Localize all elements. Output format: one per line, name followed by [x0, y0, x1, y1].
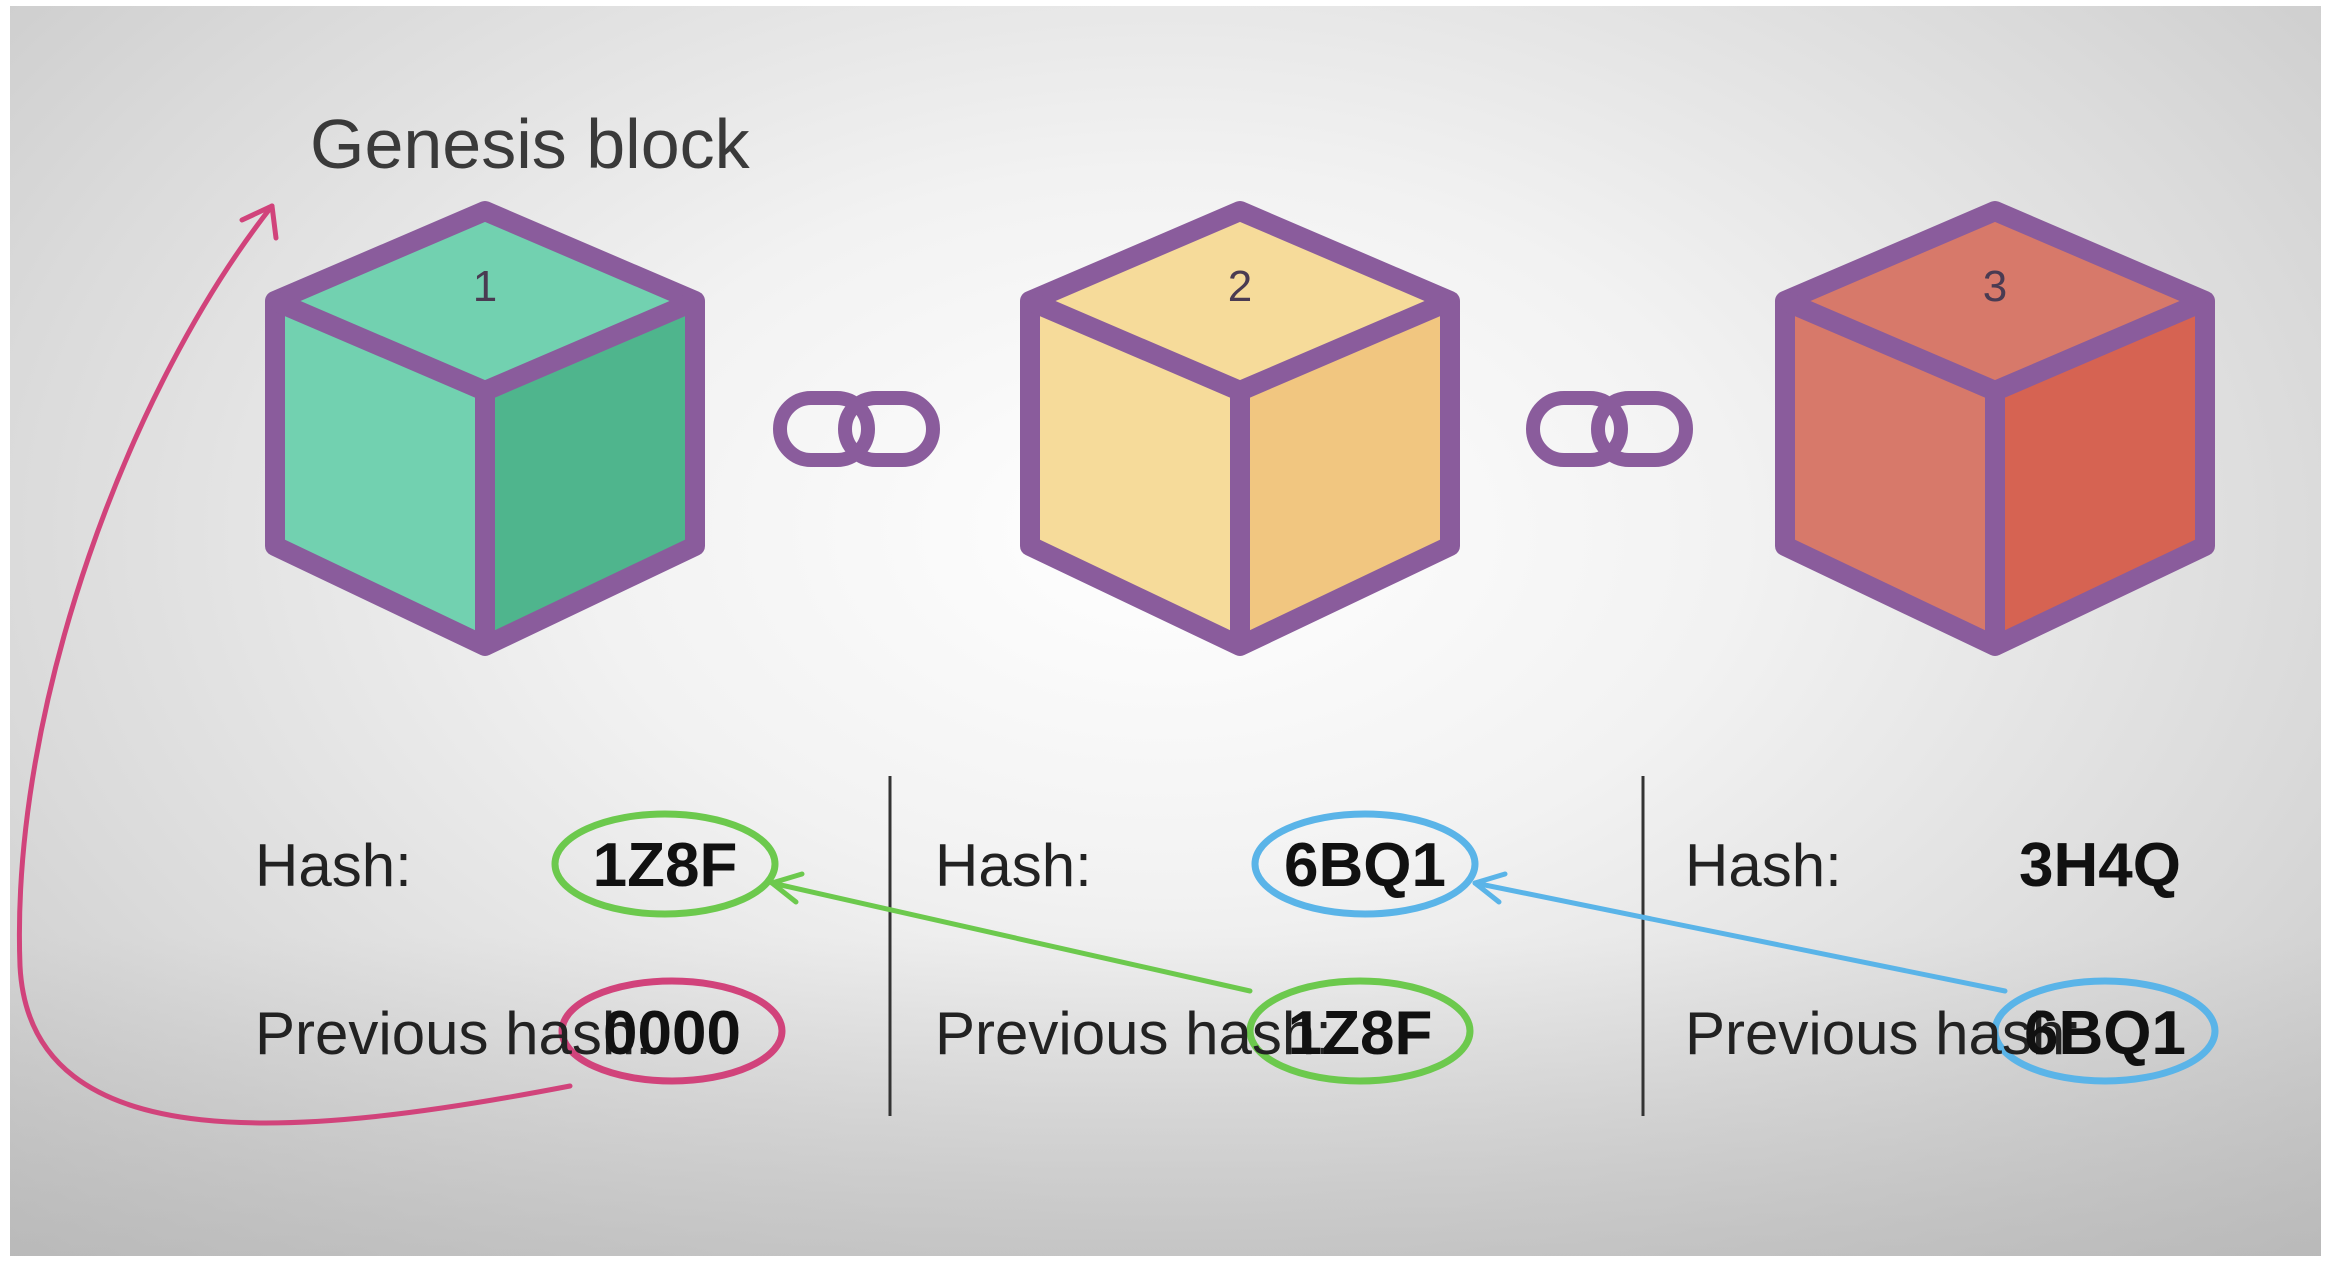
cube-right-face [1995, 301, 2205, 646]
cube-left-face [1030, 301, 1240, 646]
prev-hash-3-highlight [1991, 977, 2219, 1085]
prev-hash-1-highlight [558, 977, 786, 1085]
cube-outline [1775, 201, 2215, 656]
previous-hash-label: Previous hash: [935, 1000, 1332, 1067]
hash-1-highlight [551, 810, 779, 918]
green-link-arrow [769, 871, 1253, 994]
hash-label: Hash: [1685, 832, 1842, 899]
previous-hash-value: 1Z8F [1288, 999, 1433, 1068]
genesis-block-title: Genesis block [310, 105, 751, 183]
genesis-arrow-line [16, 203, 573, 1126]
hash-2-highlight [1251, 810, 1479, 918]
block-3-number: 3 [1983, 262, 2007, 311]
previous-hash-value: 6BQ1 [2024, 999, 2186, 1068]
genesis-arrow-head [239, 203, 279, 241]
cube-left-face [1785, 301, 1995, 646]
block-2-number: 2 [1228, 262, 1252, 311]
diagram-canvas: Genesis block 1 2 [10, 6, 2321, 1256]
cube-left-face [275, 301, 485, 646]
block-2-cube: 2 [1020, 201, 1460, 656]
previous-hash-value: 0000 [603, 999, 741, 1068]
blockchain-diagram: Genesis block 1 2 [16, 105, 2219, 1126]
prev-hash-2-highlight [1246, 977, 1474, 1085]
blue-link-arrow [1472, 871, 2008, 994]
cube-right-face [485, 301, 695, 646]
block-1-number: 1 [473, 262, 497, 311]
previous-hash-label: Previous hash: [1685, 1000, 2082, 1067]
previous-hash-label: Previous hash: [255, 1000, 652, 1067]
cube-right-face [1240, 301, 1450, 646]
cube-outline [1020, 201, 1460, 656]
cube-outline [265, 201, 705, 656]
block-3-cube: 3 [1775, 201, 2215, 656]
genesis-arrow [16, 203, 573, 1126]
block-1-cube: 1 [265, 201, 705, 656]
hash-label: Hash: [255, 832, 412, 899]
chain-link-icon [773, 391, 940, 467]
hash-value: 3H4Q [2019, 831, 2181, 900]
hash-value: 6BQ1 [1284, 831, 1446, 900]
hash-value: 1Z8F [593, 831, 738, 900]
chain-link-icon [1526, 391, 1693, 467]
hash-label: Hash: [935, 832, 1092, 899]
